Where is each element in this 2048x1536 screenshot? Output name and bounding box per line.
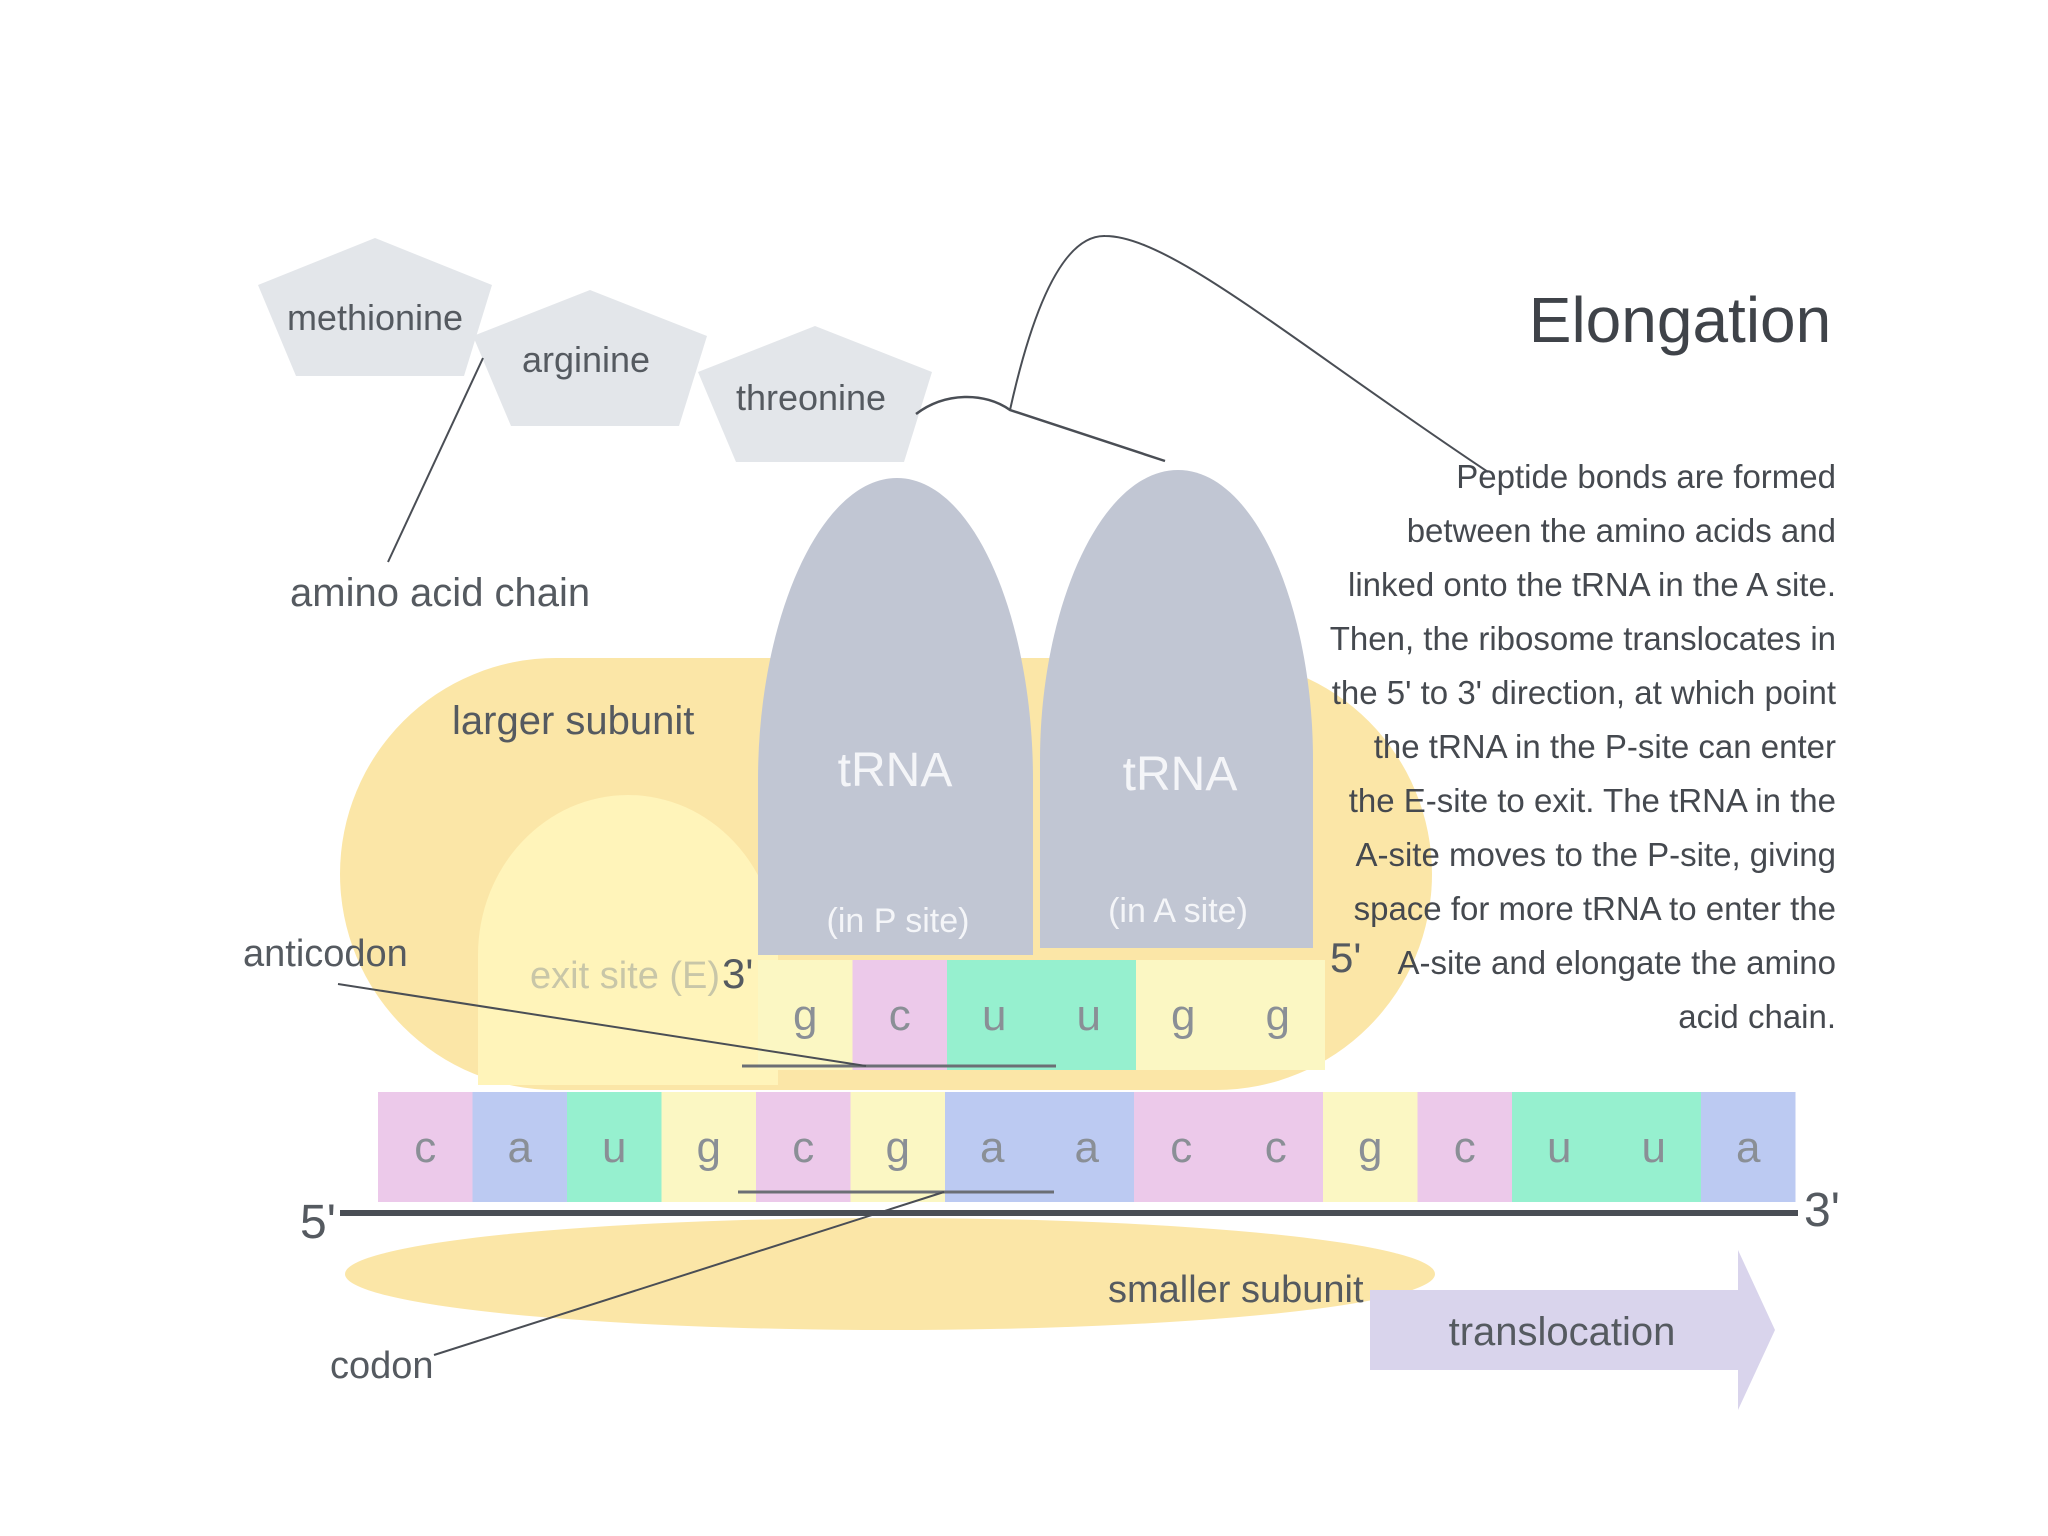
trna-base-cell [1230, 960, 1325, 1070]
anticodon-label: anticodon [243, 933, 408, 975]
trna-p-site [758, 478, 1033, 955]
peptide-bond-connector [915, 395, 1166, 463]
trna-p-sub-label: (in P site) [827, 902, 970, 940]
description-line: between the amino acids and [1407, 512, 1836, 549]
trna-base-cell [947, 960, 1042, 1070]
description-line: A-site moves to the P-site, giving [1355, 836, 1836, 873]
mrna-base-cell [945, 1092, 1040, 1202]
trna-5-prime-label: 5' [1330, 934, 1361, 981]
mrna-base-letter: u [1547, 1123, 1571, 1172]
description-line: A-site and elongate the amino [1398, 944, 1836, 981]
trna-base-letter: u [1077, 991, 1101, 1040]
mrna-base-cell [1701, 1092, 1796, 1202]
mrna-base-cell [1417, 1092, 1512, 1202]
trna-a-sub-label: (in A site) [1108, 892, 1248, 930]
trna-base-letter: g [1266, 991, 1290, 1040]
description-line: space for more tRNA to enter the [1354, 890, 1836, 927]
mrna-base-letter: c [1265, 1123, 1287, 1172]
mrna-base-letter: g [697, 1123, 721, 1172]
mrna-base-cell [1512, 1092, 1607, 1202]
trna-a-site [1040, 470, 1313, 948]
amino-acid-threonine [698, 326, 932, 462]
mrna-base-cell [756, 1092, 851, 1202]
anticodon-leader [337, 983, 867, 1067]
trna-p-label: tRNA [838, 744, 953, 797]
mrna-base-letter: a [980, 1123, 1005, 1172]
amino-acid-chain-leader [387, 357, 484, 563]
description-line: linked onto the tRNA in the A site. [1348, 566, 1836, 603]
amino-acid-label-threonine: threonine [736, 377, 886, 418]
smaller-subunit [345, 1218, 1435, 1330]
mrna-base-letter: c [1170, 1123, 1192, 1172]
mrna-base-letter: g [1358, 1123, 1382, 1172]
mrna-base-letter: a [508, 1123, 533, 1172]
description-leader [1009, 234, 1489, 473]
mrna-base-cell [850, 1092, 945, 1202]
exit-site [478, 795, 778, 1085]
description-line: Then, the ribosome translocates in [1330, 620, 1836, 657]
mrna-base-cell [378, 1092, 473, 1202]
description-line: Peptide bonds are formed [1456, 458, 1836, 495]
description-line: the 5' to 3' direction, at which point [1332, 674, 1836, 711]
description-line: the tRNA in the P-site can enter [1374, 728, 1836, 765]
translocation-label: translocation [1449, 1310, 1676, 1354]
mrna-base-cell [1134, 1092, 1229, 1202]
description-line: acid chain. [1678, 998, 1836, 1035]
trna-base-letter: u [982, 991, 1006, 1040]
amino-acid-arginine [473, 290, 707, 426]
codon-leader [433, 1191, 945, 1356]
mrna-base-letter: u [1642, 1123, 1666, 1172]
larger-subunit-label: larger subunit [452, 699, 694, 743]
smaller-subunit-label: smaller subunit [1108, 1269, 1364, 1311]
mrna-base-letter: c [1454, 1123, 1476, 1172]
mrna-base-letter: c [792, 1123, 814, 1172]
trna-a-label: tRNA [1123, 748, 1238, 801]
page-title: Elongation [1529, 284, 1831, 356]
mrna-base-cell [1228, 1092, 1323, 1202]
trna-base-letter: g [1171, 991, 1195, 1040]
description-paragraph: Peptide bonds are formed between the amin… [1330, 458, 1836, 1035]
mrna-3-prime-label: 3' [1804, 1184, 1840, 1237]
amino-acid-methionine [258, 238, 492, 376]
mrna-base-letter: a [1736, 1123, 1761, 1172]
mrna-base-letter: g [886, 1123, 910, 1172]
mrna-base-letter: c [414, 1123, 436, 1172]
trna-base-cell [852, 960, 947, 1070]
mrna-base-letter: u [602, 1123, 626, 1172]
trna-3-prime-label: 3' [722, 950, 753, 997]
mrna-base-cell [661, 1092, 756, 1202]
mrna-base-cell [472, 1092, 567, 1202]
mrna-base-letter: a [1075, 1123, 1100, 1172]
exit-site-label: exit site (E) [530, 955, 720, 997]
mrna-5-prime-label: 5' [300, 1196, 336, 1249]
description-line: the E-site to exit. The tRNA in the [1349, 782, 1836, 819]
trna-base-letter: c [889, 991, 911, 1040]
amino-acid-label-methionine: methionine [287, 297, 463, 338]
translocation-arrow [1370, 1250, 1775, 1410]
mrna-base-cell [1323, 1092, 1418, 1202]
trna-base-letter: g [793, 991, 817, 1040]
codon-label: codon [330, 1345, 434, 1387]
mrna-base-cell [1606, 1092, 1701, 1202]
mrna-base-cell [567, 1092, 662, 1202]
amino-acid-label-arginine: arginine [522, 339, 650, 380]
mrna-base-cell [1039, 1092, 1134, 1202]
trna-base-cell [1041, 960, 1136, 1070]
trna-base-cell [1136, 960, 1231, 1070]
amino-acid-chain-label: amino acid chain [290, 571, 590, 615]
